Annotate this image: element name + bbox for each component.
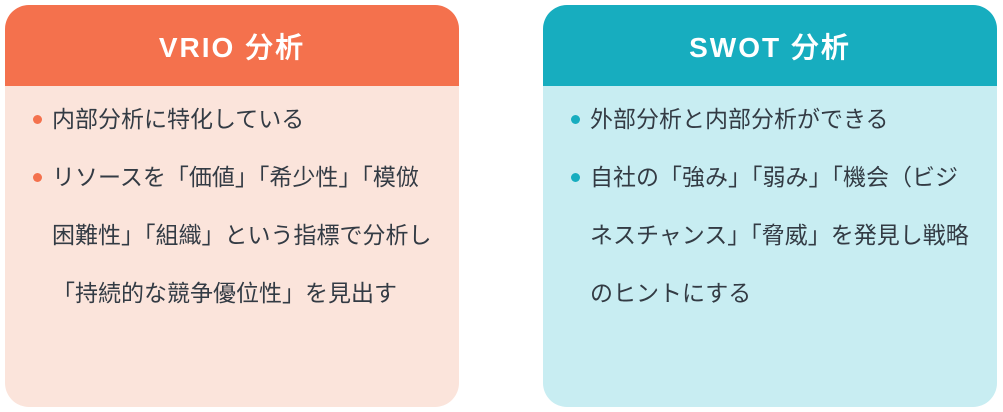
list-item-text: 自社の「強み」「弱み」「機会（ビジネスチャンス」「脅威」を発見し戦略のヒントにす… [590, 164, 969, 306]
list-item: リソースを「価値」「希少性」「模倣困難性」「組織」という指標で分析し「持続的な競… [33, 148, 437, 322]
list-item-text: リソースを「価値」「希少性」「模倣困難性」「組織」という指標で分析し「持続的な競… [52, 164, 432, 306]
list-item: 外部分析と内部分析ができる [571, 90, 975, 148]
list-item-text: 外部分析と内部分析ができる [590, 106, 889, 132]
vrio-card-title: VRIO 分析 [158, 31, 306, 63]
bullet-icon [33, 115, 42, 124]
bullet-icon [33, 173, 42, 182]
vrio-card: VRIO 分析 内部分析に特化している リソースを「価値」「希少性」「模倣困難性… [5, 5, 459, 407]
swot-card: SWOT 分析 外部分析と内部分析ができる 自社の「強み」「弱み」「機会（ビジネ… [543, 5, 997, 407]
vrio-card-body: 内部分析に特化している リソースを「価値」「希少性」「模倣困難性」「組織」という… [5, 86, 459, 322]
list-item: 内部分析に特化している [33, 90, 437, 148]
swot-bullet-list: 外部分析と内部分析ができる 自社の「強み」「弱み」「機会（ビジネスチャンス」「脅… [571, 90, 975, 322]
swot-card-body: 外部分析と内部分析ができる 自社の「強み」「弱み」「機会（ビジネスチャンス」「脅… [543, 86, 997, 322]
swot-card-header: SWOT 分析 [543, 5, 997, 86]
bullet-icon [571, 173, 580, 182]
bullet-icon [571, 115, 580, 124]
vrio-card-header: VRIO 分析 [5, 5, 459, 86]
list-item: 自社の「強み」「弱み」「機会（ビジネスチャンス」「脅威」を発見し戦略のヒントにす… [571, 148, 975, 322]
list-item-text: 内部分析に特化している [52, 106, 305, 132]
swot-card-title: SWOT 分析 [689, 31, 851, 63]
vrio-bullet-list: 内部分析に特化している リソースを「価値」「希少性」「模倣困難性」「組織」という… [33, 90, 437, 322]
